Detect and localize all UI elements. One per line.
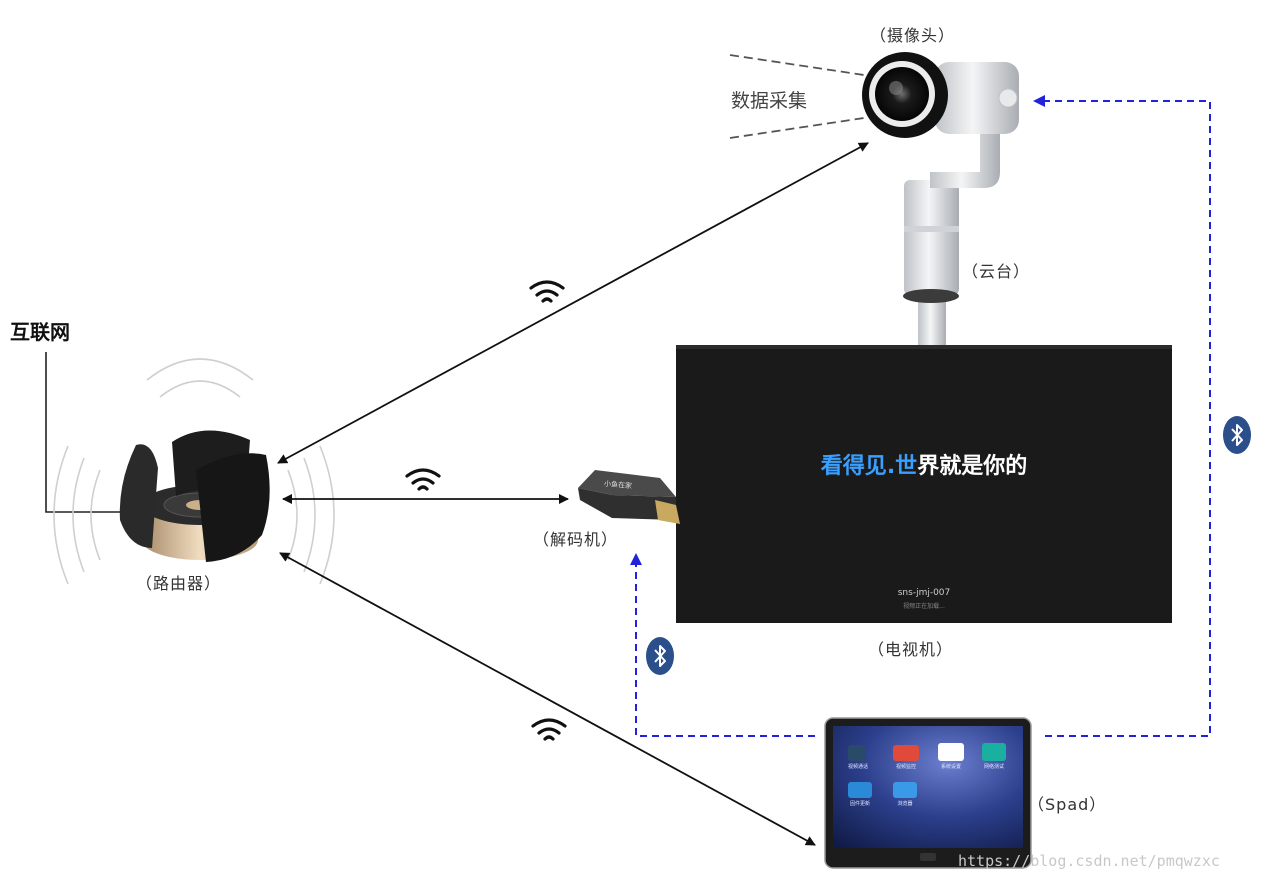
tablet-app-label: 浏览器: [897, 801, 913, 807]
wifi-icon: [529, 280, 565, 303]
bluetooth-link-camera: [1033, 95, 1211, 737]
internet-link-line: [45, 352, 140, 513]
data-collection-label: 数据采集: [731, 90, 808, 112]
television: [676, 345, 1172, 623]
bluetooth-icon: [646, 637, 674, 675]
decoder-device: [578, 470, 680, 524]
router-device: [119, 430, 270, 562]
router-label: （路由器）: [136, 574, 222, 593]
tablet-app-icon[interactable]: [938, 743, 964, 761]
tv-slogan-highlight-2: 世: [895, 454, 918, 479]
tablet-app-label: 视频通话: [847, 764, 868, 770]
tablet-app-icon[interactable]: [848, 782, 872, 798]
tablet-app-icon[interactable]: [848, 745, 866, 761]
watermark: https://blog.csdn.net/pmqwzxc: [958, 852, 1220, 870]
tv-slogan-rest: 界就是你的: [917, 454, 1028, 479]
internet-label: 互联网: [10, 320, 70, 344]
tablet-app-icon[interactable]: [893, 782, 917, 798]
tablet-app-label: 系统设置: [940, 764, 961, 770]
camera-label: （摄像头）: [870, 26, 956, 45]
tablet-app-label: 网络测试: [983, 764, 1004, 770]
decoder-label: （解码机）: [533, 530, 619, 549]
camera-device: [862, 52, 1019, 347]
wifi-link-spad: [279, 552, 816, 846]
tablet-app-icon[interactable]: [893, 745, 919, 761]
wifi-icon: [531, 718, 567, 741]
wifi-icon: [405, 468, 441, 491]
capture-ray-top: [729, 54, 865, 76]
tablet-app-label: 固件更新: [849, 801, 870, 807]
tv-caption: 视频正在加载...: [903, 603, 945, 610]
tv-slogan-dot: .: [886, 454, 896, 479]
tv-slogan: 看得见.世界就是你的: [676, 448, 1172, 480]
tv-label: （电视机）: [868, 640, 954, 659]
tablet-app-icon[interactable]: [982, 743, 1006, 761]
wifi-link-camera: [277, 142, 869, 464]
tv-slogan-highlight: 看得见: [820, 454, 887, 479]
capture-ray-bottom: [729, 117, 865, 139]
spad-label: （Spad）: [1028, 795, 1107, 814]
tv-device-id: sns-jmj-007: [897, 588, 951, 598]
gimbal-label: （云台）: [962, 262, 1031, 281]
bluetooth-icon: [1223, 416, 1251, 454]
tablet-app-label: 视频监控: [895, 764, 916, 770]
